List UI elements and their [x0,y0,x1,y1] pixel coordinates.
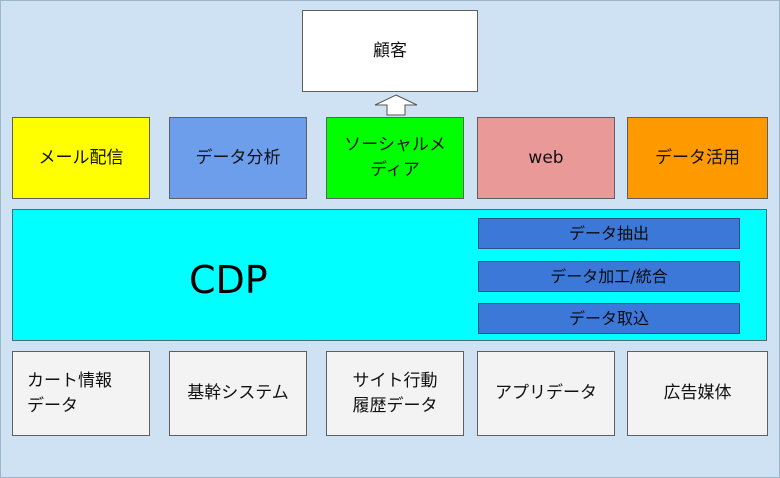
channel-web: web [477,117,615,199]
customer-label: 顧客 [373,40,407,61]
channel-mail-label: メール配信 [38,147,124,168]
cdp-label: CDP [189,258,268,302]
up-arrow-icon [374,94,418,116]
function-process-integrate: データ加工/統合 [478,261,740,292]
channel-social-media: ソーシャルメ ディア [326,117,464,199]
channel-social-label-line1: ソーシャルメ [344,135,446,156]
source-cart-label-line2: データ [27,395,78,416]
source-ad-media: 広告媒体 [627,351,768,436]
source-site-label-line2: 履歴データ [352,395,438,416]
source-site-behavior: サイト行動 履歴データ [326,351,464,436]
source-site-label-line1: サイト行動 [352,370,438,391]
function-ingest: データ取込 [478,303,740,334]
channel-analysis-label: データ分析 [195,147,281,168]
cdp-platform: CDP データ抽出 データ加工/統合 データ取込 [12,209,767,341]
source-cart: カート情報 データ [12,351,150,436]
function-extract: データ抽出 [478,218,740,249]
channel-web-label: web [528,147,564,168]
channel-mail: メール配信 [12,117,150,199]
source-app-label: アプリデータ [495,383,597,404]
source-app-data: アプリデータ [477,351,615,436]
source-core-system: 基幹システム [169,351,307,436]
channel-data-utilization: データ活用 [627,117,768,199]
channel-social-label-line2: ディア [370,160,420,180]
customer-box: 顧客 [302,10,478,92]
source-core-label: 基幹システム [187,383,289,404]
channel-utilization-label: データ活用 [655,147,740,168]
source-cart-label-line1: カート情報 [27,370,112,391]
channel-analysis: データ分析 [169,117,307,199]
source-ad-label: 広告媒体 [663,383,732,404]
